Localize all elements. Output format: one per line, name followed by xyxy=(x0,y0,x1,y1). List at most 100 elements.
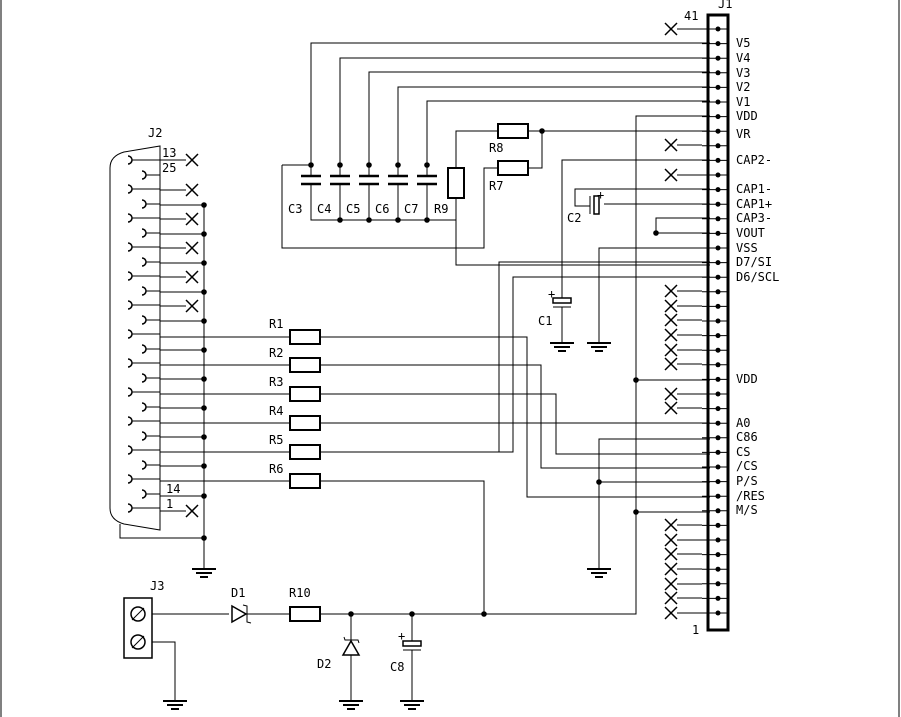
j1-label-cap3m: CAP3- xyxy=(736,211,772,225)
c8-capacitor: + xyxy=(398,614,422,700)
j2-pin-socket xyxy=(141,228,147,238)
no-connect-icon xyxy=(664,518,678,532)
j1-label-c86: C86 xyxy=(736,430,758,444)
junction-dot xyxy=(424,217,430,223)
no-connect-icon xyxy=(664,299,678,313)
no-connect-icon xyxy=(185,212,199,226)
j1-pin-dot xyxy=(715,172,721,178)
j1-label-cs: CS xyxy=(736,445,750,459)
cap2m-wire xyxy=(561,159,710,298)
resistor-body xyxy=(289,357,321,373)
j1-pin-dot xyxy=(715,493,721,499)
c2-label: C2 xyxy=(567,211,581,225)
j1-connector xyxy=(702,13,730,632)
r4-label: R4 xyxy=(269,404,283,418)
r3-label: R3 xyxy=(269,375,283,389)
j1-label-vr: VR xyxy=(736,127,751,141)
j1-pin-stubs xyxy=(702,26,728,616)
junction-dot xyxy=(337,162,343,168)
resistor-body xyxy=(289,415,321,431)
r8-resistor xyxy=(497,123,529,139)
j2-pin-socket xyxy=(127,271,133,281)
resistor-body xyxy=(289,444,321,460)
capacitor-ladder xyxy=(282,164,437,220)
j1-label-v5: V5 xyxy=(736,36,750,50)
j2-pin-25: 25 xyxy=(162,161,176,175)
v-wires xyxy=(310,42,710,165)
r3-cs-wire xyxy=(319,393,710,455)
j2-pin-13: 13 xyxy=(162,146,176,160)
d1-label: D1 xyxy=(231,586,245,600)
r10-resistor xyxy=(289,606,321,622)
vdd-bus xyxy=(414,115,710,615)
junction-dot xyxy=(481,611,487,617)
no-connect-icon xyxy=(664,533,678,547)
j1-pin-dot xyxy=(715,41,721,47)
d7-si-wire xyxy=(498,261,710,452)
cap1m-wire xyxy=(574,188,710,207)
r2-label: R2 xyxy=(269,346,283,360)
j1-pin-dot xyxy=(715,479,721,485)
j1-pin-dot xyxy=(715,99,721,105)
j1-pin-dot xyxy=(715,216,721,222)
r9-bottom-wire xyxy=(455,198,710,266)
j1-pin-dot xyxy=(715,303,721,309)
no-connect-icon xyxy=(664,547,678,561)
j2-pin-socket xyxy=(141,315,147,325)
j1-pin-dot xyxy=(715,245,721,251)
r9-top-wire xyxy=(455,130,498,168)
junction-dot xyxy=(201,260,207,266)
j1-pin-dot xyxy=(715,595,721,601)
r10-label: R10 xyxy=(289,586,311,600)
j1-pin-dot xyxy=(715,201,721,207)
j1-label-cap1p: CAP1+ xyxy=(736,197,772,211)
junction-dot xyxy=(409,611,415,617)
resistor-body xyxy=(289,473,321,489)
no-connect-icon xyxy=(664,577,678,591)
no-connect-icon xyxy=(664,606,678,620)
c86-wire xyxy=(598,438,710,568)
junction-dot xyxy=(201,289,207,295)
j2-pin-socket xyxy=(141,170,147,180)
j1-pin-dot xyxy=(715,274,721,280)
r7-link-wire xyxy=(528,131,543,169)
j1-pin-dot xyxy=(715,435,721,441)
junction-dot xyxy=(633,377,639,383)
no-connect-icon xyxy=(664,328,678,342)
j1-pin-dot xyxy=(715,128,721,134)
j2-name: J2 xyxy=(148,126,162,140)
j1-pin-dot xyxy=(715,333,721,339)
cap3-vout-wire xyxy=(655,217,710,234)
junction-dots xyxy=(201,128,659,617)
no-connect-icon xyxy=(664,401,678,415)
j2-pin-socket xyxy=(127,474,133,484)
no-connect-icon xyxy=(664,22,678,36)
junction-dot xyxy=(424,162,430,168)
d2-label: D2 xyxy=(317,657,331,671)
j1-no-connect-marks xyxy=(664,22,702,620)
j2-shield-wire xyxy=(119,524,204,539)
r1-label: R1 xyxy=(269,317,283,331)
j1-label-v2: V2 xyxy=(736,80,750,94)
j1-label-cap2m: CAP2- xyxy=(736,153,772,167)
j2-pin-socket xyxy=(127,416,133,426)
junction-dot xyxy=(539,128,545,134)
c1-capacitor: + xyxy=(548,287,572,343)
no-connect-icon xyxy=(185,153,199,167)
junction-dot xyxy=(366,162,372,168)
svg-text:+: + xyxy=(548,287,555,301)
j1-label-vss: VSS xyxy=(736,241,758,255)
j1-label-vdd: VDD xyxy=(736,109,758,123)
j1-pin-dot xyxy=(715,449,721,455)
j1-pin-dot xyxy=(715,566,721,572)
junction-dot xyxy=(366,217,372,223)
junction-dot xyxy=(308,162,314,168)
d2-diode xyxy=(341,614,361,700)
j1-label-v4: V4 xyxy=(736,51,750,65)
junction-dot xyxy=(395,217,401,223)
no-connect-icon xyxy=(664,284,678,298)
j1-pin-dot xyxy=(715,187,721,193)
j3-name: J3 xyxy=(150,579,164,593)
junction-dot xyxy=(201,318,207,324)
